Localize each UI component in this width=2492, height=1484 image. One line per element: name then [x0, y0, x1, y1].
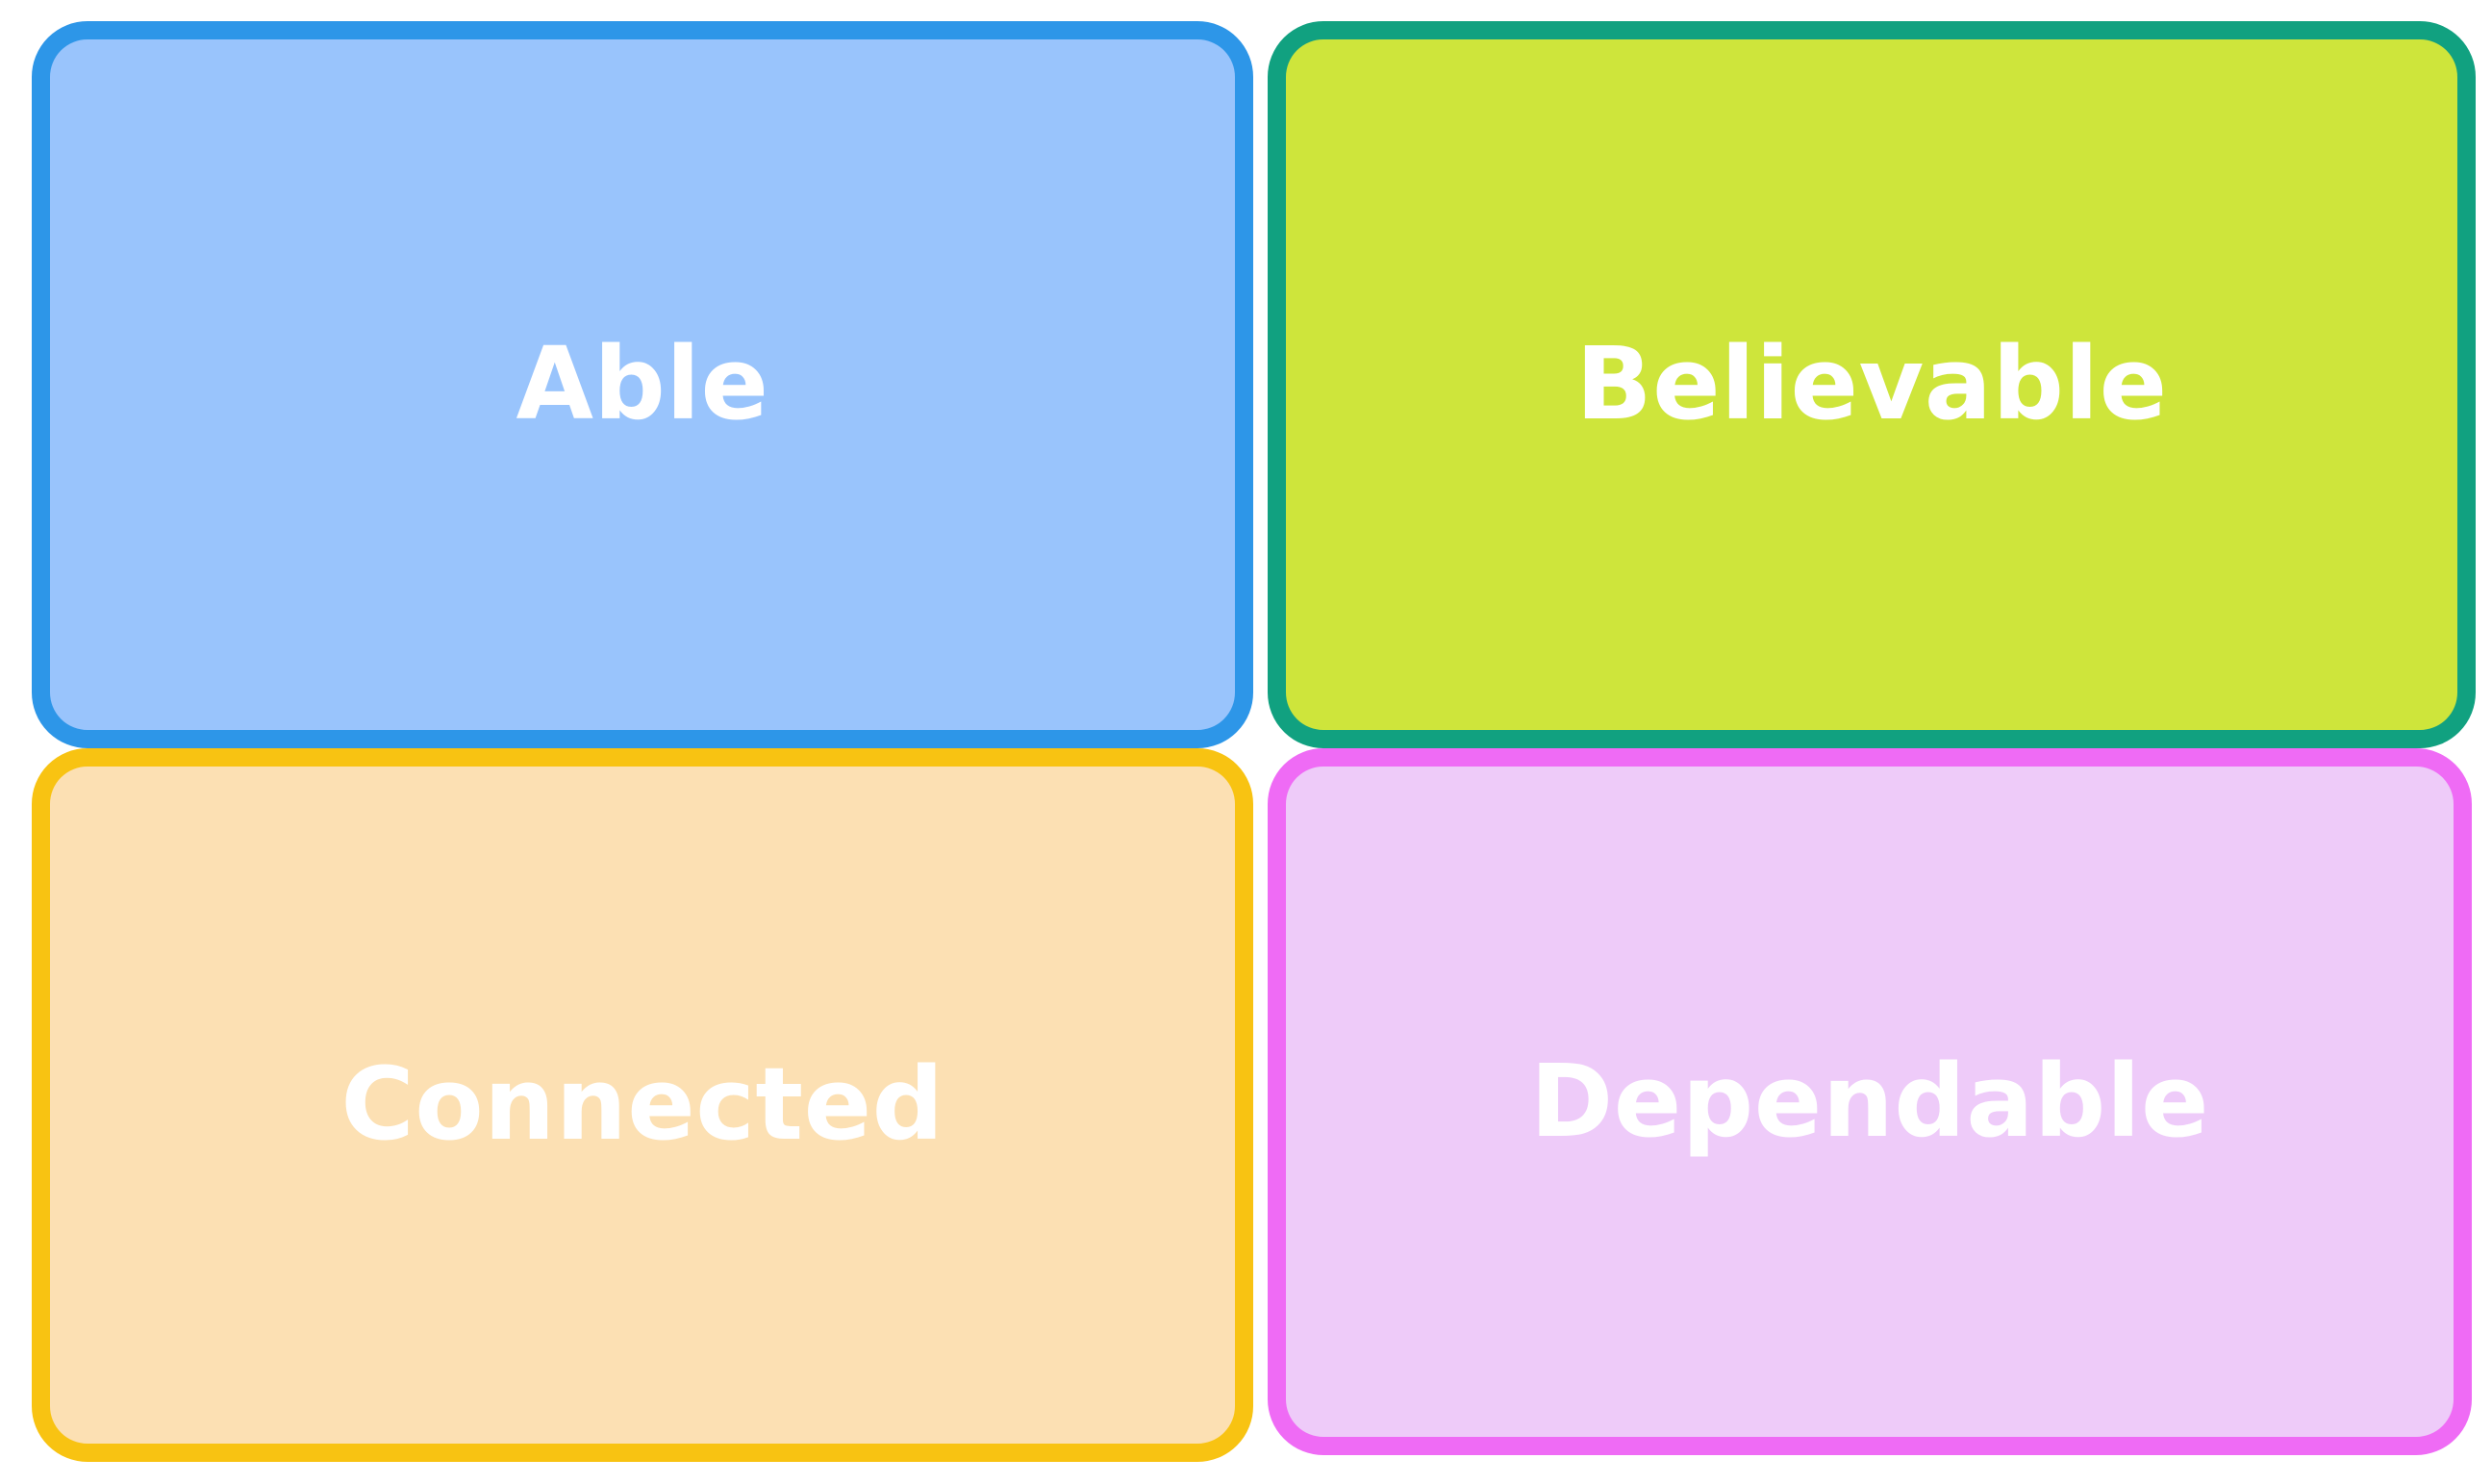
quadrant-label-connected: Connected	[340, 1045, 944, 1164]
quadrant-label-able: Able	[516, 325, 769, 443]
quadrant-card-able[interactable]: Able	[32, 21, 1253, 748]
quadrant-label-dependable: Dependable	[1529, 1042, 2210, 1160]
quadrant-label-believable: Believable	[1575, 325, 2168, 443]
quadrant-card-believable[interactable]: Believable	[1268, 21, 2476, 748]
quadrant-card-dependable[interactable]: Dependable	[1268, 748, 2472, 1455]
quadrant-card-connected[interactable]: Connected	[32, 748, 1253, 1462]
